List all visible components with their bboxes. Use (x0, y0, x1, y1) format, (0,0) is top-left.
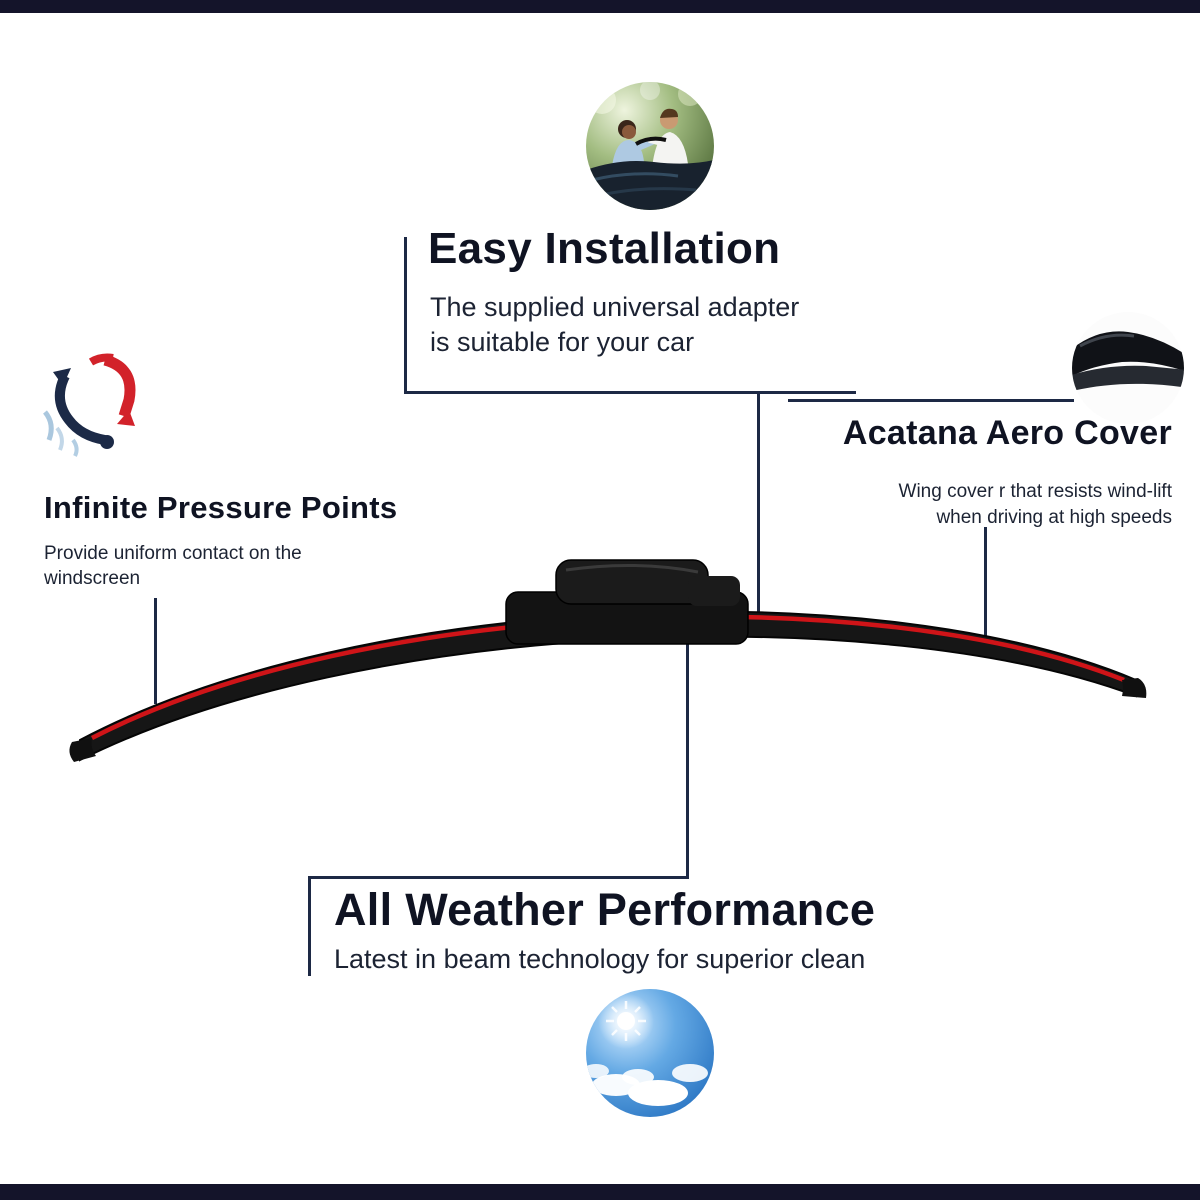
water-streak (43, 410, 54, 441)
sun-icon (617, 1012, 635, 1030)
pressure-points-description: Provide uniform contact on the windscree… (44, 543, 302, 589)
man-hair (660, 108, 678, 118)
cloud (672, 1064, 708, 1082)
connector-installation-left-vertical (404, 237, 407, 391)
all-weather-title: All Weather Performance (334, 884, 876, 935)
pressure-points-title: Infinite Pressure Points (44, 490, 398, 525)
connector-installation-bottom-horizontal (404, 391, 856, 394)
easy-installation-description: The supplied universal adapter is suitab… (430, 292, 800, 357)
connector-aero-drop-vertical (984, 527, 987, 639)
aero-cover-title: Acatana Aero Cover (842, 414, 1172, 452)
all-weather-description: Latest in beam technology for superior c… (334, 944, 866, 974)
cloud (622, 1069, 654, 1085)
car-hood (586, 160, 714, 210)
red-arrow-tail (88, 353, 114, 366)
held-wiper-blade (635, 136, 667, 146)
pressure-point-dot (100, 435, 114, 449)
aero-cover-base (1072, 365, 1184, 392)
wiper-adapter-highlight (565, 563, 699, 574)
connector-weather-left-vertical (308, 876, 311, 976)
navy-wiper-arm (54, 373, 106, 445)
aero-cover-photo (1072, 312, 1184, 424)
aero-cover-description: Wing cover r that resists wind-lift when… (898, 481, 1172, 528)
hood-reflection (605, 187, 697, 196)
easy-installation-title: Easy Installation (428, 224, 781, 273)
woman-face (622, 125, 636, 139)
sun-rays (606, 1001, 646, 1041)
graphic-background (31, 346, 159, 474)
connector-installation-drop-vertical (757, 394, 760, 614)
water-streak (71, 438, 79, 457)
bottom-border-bar (0, 1184, 1200, 1200)
red-arrow-head (117, 410, 135, 426)
navy-arm-tip (53, 368, 71, 386)
wiper-adapter-step (688, 576, 740, 606)
water-streak (55, 426, 64, 451)
wiper-left-tip (69, 738, 96, 762)
wiper-right-tip (1122, 678, 1147, 698)
light-spot (640, 82, 660, 100)
aero-cover-wing (1072, 331, 1184, 376)
cloud (586, 1064, 609, 1078)
installation-photo (586, 82, 714, 210)
pressure-points-graphic (31, 346, 159, 474)
top-border-bar (0, 0, 1200, 13)
hood-reflection (591, 172, 679, 182)
red-arrow-swoosh (103, 354, 136, 418)
connector-weather-up-vertical (686, 640, 689, 878)
weather-sky-photo (586, 989, 714, 1117)
connector-aero-top-horizontal (788, 399, 1074, 402)
connector-weather-top-horizontal (308, 876, 689, 879)
connector-pressure-drop-vertical (154, 598, 157, 704)
cloud (628, 1080, 688, 1106)
cover-highlight (1079, 333, 1135, 348)
